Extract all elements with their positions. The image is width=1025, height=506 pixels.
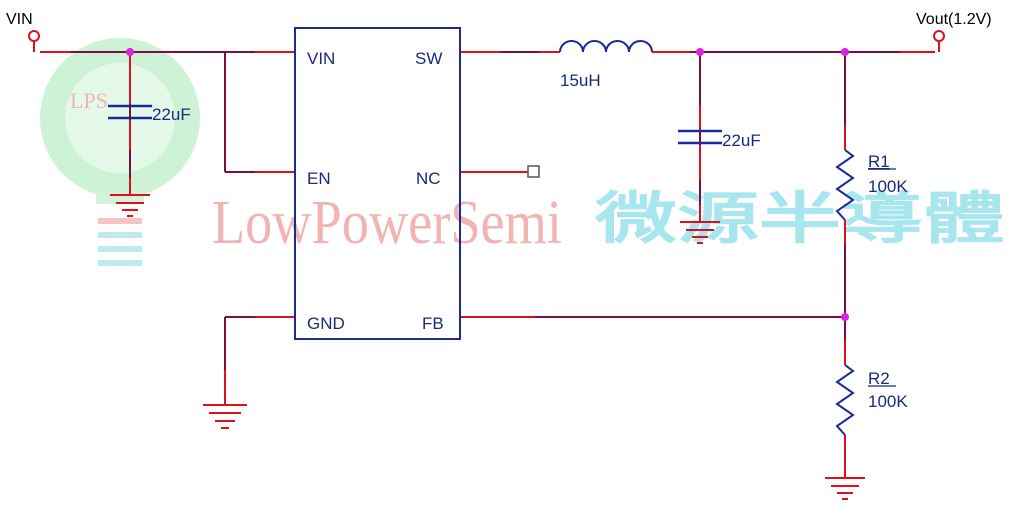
junctions (126, 48, 849, 321)
ground-r2-icon (825, 477, 865, 500)
logo-text: LPS (70, 88, 108, 113)
inductor-value: 15uH (560, 71, 601, 90)
vin-label: VIN (6, 11, 33, 28)
ic-pin-gnd: GND (307, 314, 345, 333)
ic-pin-nc: NC (416, 169, 441, 188)
ic-pin-en: EN (307, 169, 331, 188)
junction-dot (696, 48, 704, 56)
vout-terminal-icon (933, 30, 945, 42)
ic-body (294, 27, 461, 340)
r2-name: R2 (868, 369, 890, 388)
cin-value: 22uF (152, 105, 191, 124)
ic-pin-vin: VIN (307, 49, 335, 68)
r1-value: 100K (868, 177, 908, 196)
watermark: LPS LowPowerSemi 微源半導體 (40, 38, 1005, 266)
capacitor-icon (678, 129, 722, 145)
ic-pin-fb: FB (422, 314, 444, 333)
pin-segments (40, 51, 935, 478)
vin-port: VIN (6, 11, 40, 52)
junction-dot (841, 313, 849, 321)
r1-name: R1 (868, 152, 890, 171)
ground-cin-icon (110, 194, 150, 217)
cout-value: 22uF (722, 131, 761, 150)
vin-terminal-icon (28, 30, 40, 42)
resistor-icon (835, 149, 855, 221)
nc-open-terminal-icon (527, 165, 540, 178)
ground-cout-icon (680, 221, 720, 244)
inductor: 15uH (559, 40, 653, 90)
vout-port: Vout(1.2V) (916, 11, 992, 52)
resistor-icon (835, 364, 855, 436)
ic-pin-sw: SW (415, 49, 442, 68)
lightbulb-logo-icon: LPS (40, 38, 200, 266)
vout-label: Vout(1.2V) (916, 11, 992, 28)
capacitor-icon (108, 104, 152, 120)
watermark-chinese: 微源半導體 (594, 187, 1005, 252)
inductor-coil-icon (559, 40, 653, 53)
output-capacitor: 22uF (678, 129, 761, 150)
resistor-r1: R1 100K (835, 149, 908, 221)
ic-chip: VIN EN GND SW NC FB (294, 27, 461, 340)
input-capacitor: 22uF (108, 104, 191, 124)
junction-dot (126, 48, 134, 56)
watermark-english: LowPowerSemi (212, 189, 562, 257)
ground-ic-icon (203, 404, 247, 429)
r2-value: 100K (868, 392, 908, 411)
resistor-r2: R2 100K (835, 364, 908, 436)
junction-dot (841, 48, 849, 56)
